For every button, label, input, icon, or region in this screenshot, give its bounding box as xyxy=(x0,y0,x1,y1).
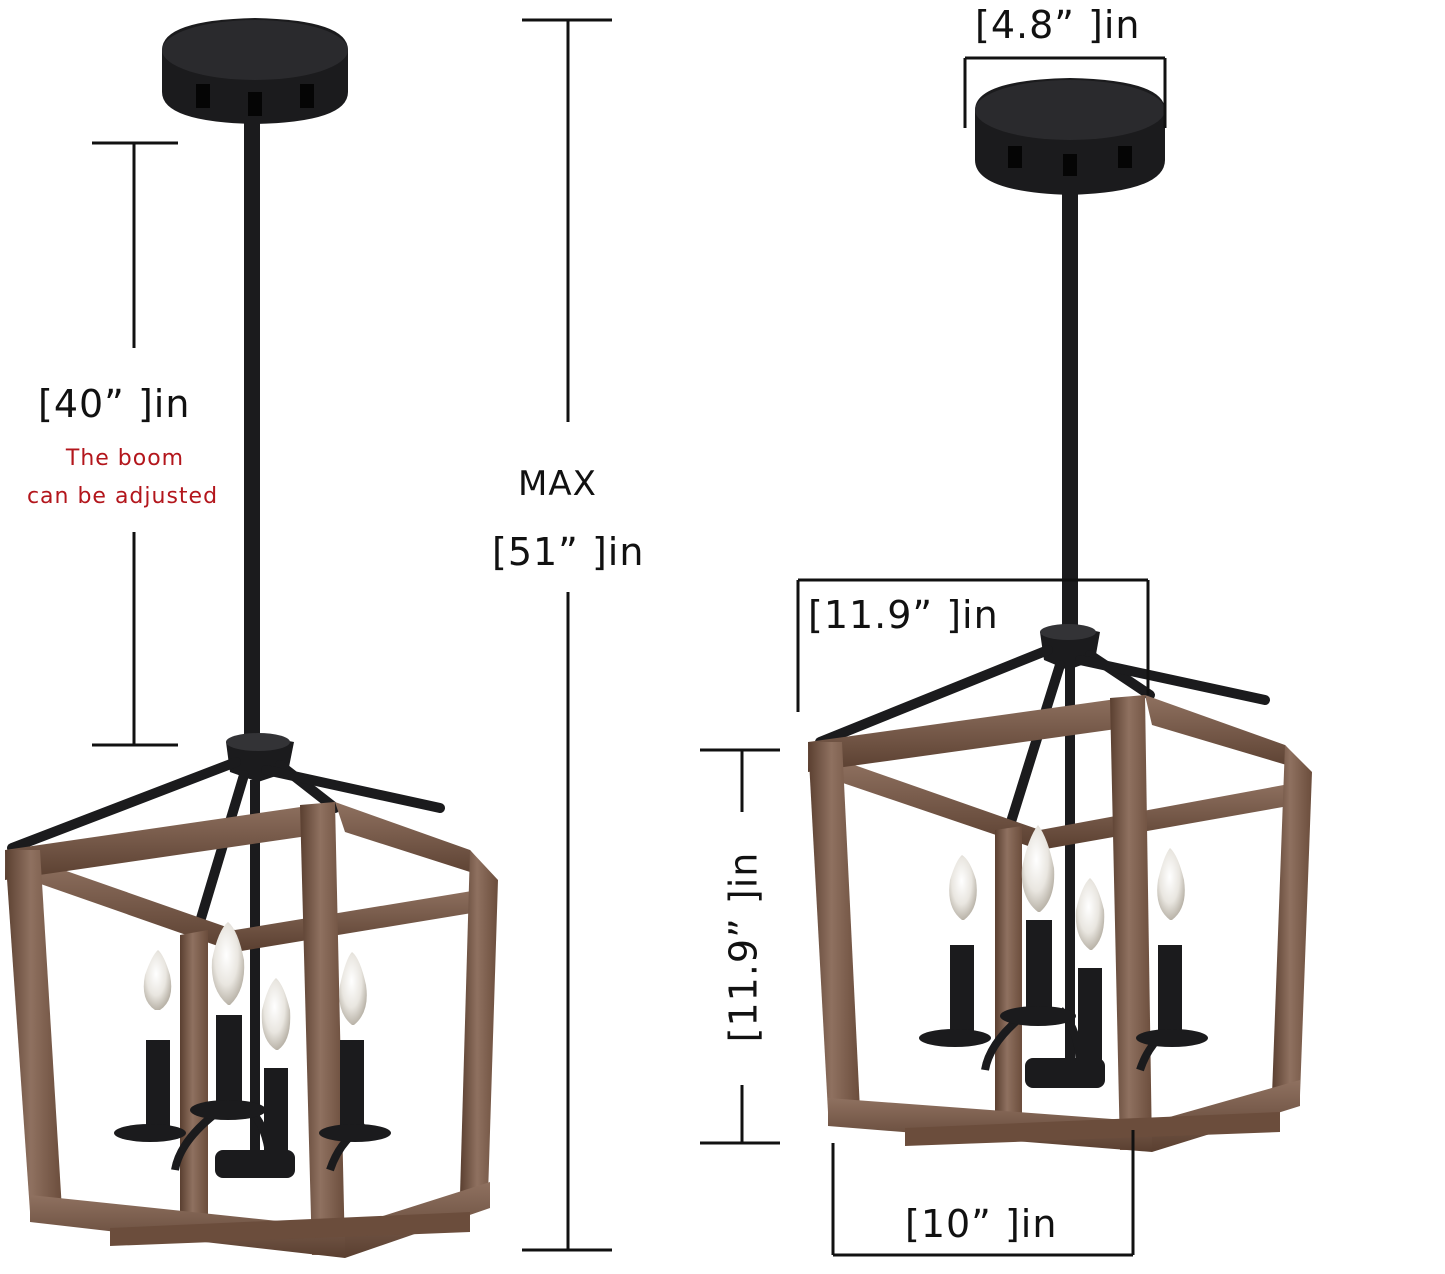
boom-note-line1: The boom xyxy=(65,446,185,471)
left-back-frame xyxy=(35,860,490,1240)
left-candles xyxy=(114,922,391,1178)
right-lantern xyxy=(808,78,1312,1152)
left-rod xyxy=(244,120,260,745)
cage-width-dimension-line xyxy=(796,578,1150,712)
base-width-dimension-line xyxy=(831,1130,1135,1257)
cage-height-label: [11.9” ]in xyxy=(721,851,766,1043)
right-back-frame xyxy=(840,760,1300,1130)
dimension-lines xyxy=(92,18,1167,1257)
max-height-label: [51” ]in xyxy=(492,530,645,574)
left-struts xyxy=(7,757,445,940)
left-lantern xyxy=(5,18,498,1258)
cage-width-label: [11.9” ]in xyxy=(808,593,999,637)
boom-note-line2: can be adjusted xyxy=(26,484,219,509)
right-candles xyxy=(919,825,1208,1088)
max-label: MAX xyxy=(518,464,597,504)
right-canopy xyxy=(975,78,1165,195)
base-width-label: [10” ]in xyxy=(905,1202,1058,1246)
canopy-width-label: [4.8” ]in xyxy=(975,3,1141,47)
boom-length-label: [40” ]in xyxy=(38,382,191,426)
left-front-frame xyxy=(5,802,498,1258)
boom-dimension-line xyxy=(92,141,178,747)
right-rod xyxy=(1062,190,1078,630)
left-canopy xyxy=(162,18,348,124)
canopy-width-dimension-line xyxy=(963,56,1167,128)
cage-height-dimension-line xyxy=(700,748,780,1145)
right-struts xyxy=(815,645,1270,830)
max-height-dimension-line xyxy=(522,18,612,1252)
